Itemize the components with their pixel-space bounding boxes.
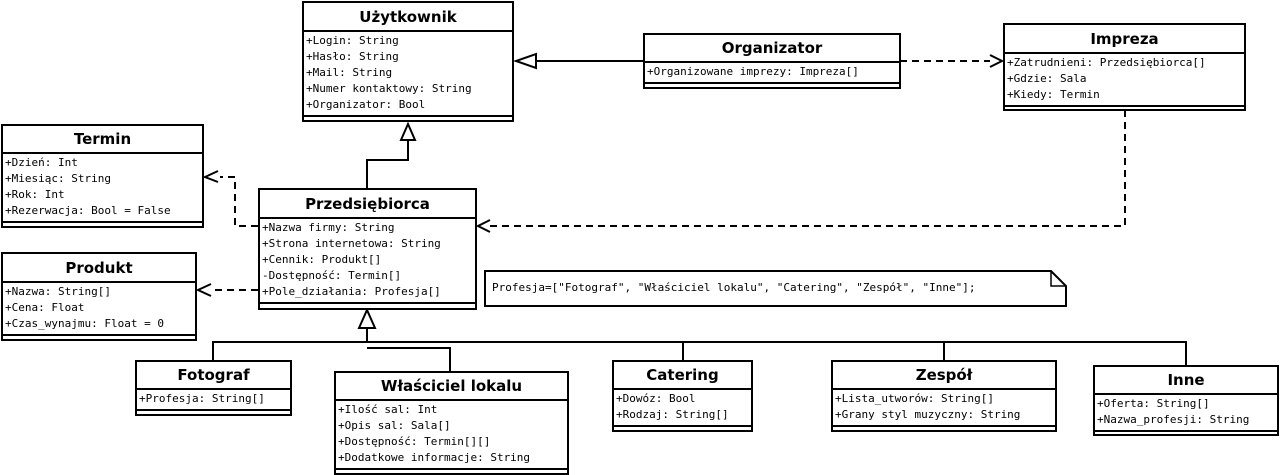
class-name: Organizator	[645, 35, 899, 63]
attribute: +Miesiąc: String	[5, 172, 111, 185]
attribute-list: +Dzień: Int +Miesiąc: String +Rok: Int +…	[3, 154, 202, 221]
attribute-list: +Ilość sal: Int +Opis sal: Sala[] +Dostę…	[336, 401, 567, 468]
attribute: +Opis sal: Sala[]	[338, 419, 451, 432]
attribute: -Dostępność: Termin[]	[262, 269, 402, 282]
attribute-list: +Dowóz: Bool +Rodzaj: String[]	[614, 390, 751, 425]
class-termin: Termin +Dzień: Int +Miesiąc: String +Rok…	[1, 124, 204, 228]
operations-compartment	[137, 409, 290, 411]
attribute: +Rezerwacja: Bool = False	[5, 204, 171, 217]
operations-compartment	[260, 302, 475, 304]
attribute-list: +Nazwa: String[] +Cena: Float +Czas_wyna…	[3, 283, 195, 334]
class-zespol: Zespół +Lista_utworów: String[] +Grany s…	[831, 360, 1057, 432]
class-wlasciciel-lokalu: Właściciel lokalu +Ilość sal: Int +Opis …	[334, 371, 569, 475]
dependency-arrowhead	[195, 283, 212, 297]
attribute: +Hasło: String	[306, 50, 399, 63]
generalization-arrowhead	[357, 307, 377, 329]
dependency-arrowhead	[475, 219, 491, 233]
attribute: +Nazwa_profesji: String	[1097, 413, 1250, 426]
class-organizator: Organizator +Organizowane imprezy: Impre…	[643, 33, 901, 89]
class-name: Inne	[1095, 367, 1277, 395]
attribute: +Rodzaj: String[]	[616, 408, 729, 421]
attribute-list: +Zatrudnieni: Przedsiębiorca[] +Gdzie: S…	[1005, 54, 1244, 105]
dependency-przedsiebiorca-termin	[220, 176, 258, 227]
attribute: +Nazwa: String[]	[5, 285, 111, 298]
attribute-list: +Oferta: String[] +Nazwa_profesji: Strin…	[1095, 395, 1277, 430]
class-uzytkownik: Użytkownik +Login: String +Hasło: String…	[302, 1, 514, 122]
class-name: Zespół	[833, 362, 1055, 390]
operations-compartment	[645, 82, 899, 84]
attribute: +Oferta: String[]	[1097, 397, 1210, 410]
operations-compartment	[1095, 430, 1277, 432]
note-shape	[484, 270, 1067, 307]
class-produkt: Produkt +Nazwa: String[] +Cena: Float +C…	[1, 252, 197, 341]
attribute: +Dostępność: Termin[][]	[338, 435, 491, 448]
class-name: Fotograf	[137, 362, 290, 390]
profesja-note: Profesja=["Fotograf", "Właściciel lokalu…	[492, 281, 976, 294]
class-inne: Inne +Oferta: String[] +Nazwa_profesji: …	[1093, 365, 1279, 436]
dependency-impreza-przedsiebiorca	[490, 110, 1126, 227]
attribute-list: +Lista_utworów: String[] +Grany styl muz…	[833, 390, 1055, 425]
class-przedsiebiorca: Przedsiębiorca +Nazwa firmy: String +Str…	[258, 188, 477, 310]
class-name: Impreza	[1005, 25, 1244, 54]
attribute-list: +Nazwa firmy: String +Strona internetowa…	[260, 219, 475, 302]
attribute-list: +Profesja: String[]	[137, 390, 290, 409]
attribute: +Ilość sal: Int	[338, 403, 438, 416]
operations-compartment	[3, 334, 195, 336]
attribute: +Pole_działania: Profesja[]	[262, 285, 441, 298]
attribute: +Rok: Int	[5, 188, 65, 201]
attribute: +Grany styl muzyczny: String	[835, 408, 1021, 421]
attribute: +Cena: Float	[5, 301, 85, 314]
attribute-list: +Organizowane imprezy: Impreza[]	[645, 63, 899, 82]
operations-compartment	[614, 425, 751, 427]
generalization-przedsiebiorca-uzytkownik	[366, 140, 409, 188]
attribute: +Kiedy: Termin	[1007, 88, 1100, 101]
class-name: Właściciel lokalu	[336, 373, 567, 401]
attribute: +Gdzie: Sala	[1007, 72, 1087, 85]
attribute: +Dodatkowe informacje: String	[338, 451, 531, 464]
attribute: +Profesja: String[]	[139, 392, 265, 405]
operations-compartment	[3, 221, 202, 223]
attribute: +Zatrudnieni: Przedsiębiorca[]	[1007, 56, 1206, 69]
operations-compartment	[1005, 105, 1244, 107]
class-fotograf: Fotograf +Profesja: String[]	[135, 360, 292, 416]
attribute: +Mail: String	[306, 66, 393, 79]
attribute: +Lista_utworów: String[]	[835, 392, 994, 405]
attribute-list: +Login: String +Hasło: String +Mail: Str…	[304, 32, 512, 115]
attribute: +Numer kontaktowy: String	[306, 82, 472, 95]
class-name: Produkt	[3, 254, 195, 283]
attribute: +Strona internetowa: String	[262, 237, 441, 250]
dependency-arrowhead	[202, 170, 219, 183]
class-impreza: Impreza +Zatrudnieni: Przedsiębiorca[] +…	[1003, 23, 1246, 111]
attribute: +Organizowane imprezy: Impreza[]	[647, 65, 859, 78]
attribute: +Dowóz: Bool	[616, 392, 696, 405]
class-name: Catering	[614, 362, 751, 390]
attribute: +Dzień: Int	[5, 156, 78, 169]
generalization-arrowhead	[399, 121, 417, 141]
class-name: Przedsiębiorca	[260, 190, 475, 219]
class-name: Termin	[3, 126, 202, 154]
attribute: +Organizator: Bool	[306, 98, 426, 111]
operations-compartment	[833, 425, 1055, 427]
attribute: +Cennik: Produkt[]	[262, 253, 382, 266]
operations-compartment	[336, 468, 567, 470]
generalization-arrowhead	[512, 52, 537, 70]
attribute: +Czas_wynajmu: Float = 0	[5, 317, 164, 330]
class-name: Użytkownik	[304, 3, 512, 32]
attribute: +Nazwa firmy: String	[262, 221, 395, 234]
operations-compartment	[304, 115, 512, 117]
dependency-arrowhead	[989, 54, 1005, 68]
attribute: +Login: String	[306, 34, 399, 47]
class-catering: Catering +Dowóz: Bool +Rodzaj: String[]	[612, 360, 753, 432]
generalization-subclasses-bus	[212, 341, 1187, 365]
